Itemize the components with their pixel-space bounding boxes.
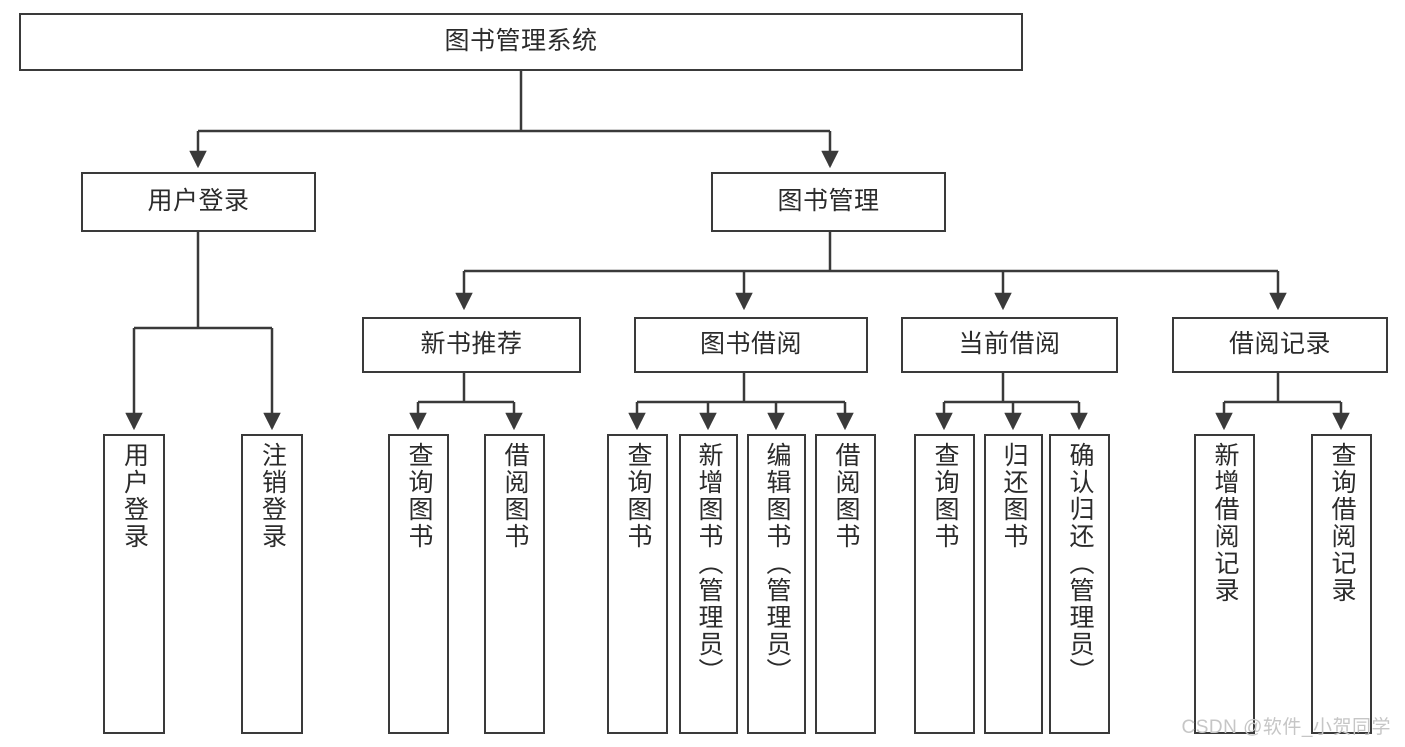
- node-label: 查询图书: [624, 442, 652, 550]
- node-leaf-recommend-query-book[interactable]: 查询图书: [388, 434, 449, 734]
- node-label: 确认归还（管理员）: [1066, 442, 1094, 685]
- watermark: CSDN @软件_小贺同学: [1181, 717, 1391, 738]
- node-label: 查询图书: [405, 442, 433, 550]
- node-current-borrow[interactable]: 当前借阅: [901, 317, 1118, 373]
- node-label: 编辑图书（管理员）: [763, 442, 791, 685]
- node-leaf-borrow-query-book[interactable]: 查询图书: [607, 434, 668, 734]
- node-label: 图书借阅: [699, 330, 802, 359]
- node-label: 用户登录: [147, 187, 250, 216]
- node-leaf-current-confirm-return[interactable]: 确认归还（管理员）: [1049, 434, 1110, 734]
- node-leaf-borrow-edit-book[interactable]: 编辑图书（管理员）: [747, 434, 806, 734]
- node-label: 图书管理: [777, 187, 880, 216]
- node-leaf-logout[interactable]: 注销登录: [241, 434, 303, 734]
- node-leaf-borrow-add-book[interactable]: 新增图书（管理员）: [679, 434, 738, 734]
- node-root-book-management-system[interactable]: 图书管理系统: [19, 13, 1023, 71]
- node-leaf-user-login[interactable]: 用户登录: [103, 434, 165, 734]
- node-label: 新书推荐: [420, 330, 523, 359]
- node-label: 查询借阅记录: [1328, 442, 1356, 604]
- node-label: 图书管理系统: [444, 27, 598, 56]
- node-leaf-borrow-borrow-book[interactable]: 借阅图书: [815, 434, 876, 734]
- node-user-login[interactable]: 用户登录: [81, 172, 316, 232]
- node-label: 借阅图书: [501, 442, 529, 550]
- node-leaf-current-return-book[interactable]: 归还图书: [984, 434, 1043, 734]
- node-label: 借阅记录: [1228, 330, 1331, 359]
- node-new-book-recommend[interactable]: 新书推荐: [362, 317, 581, 373]
- node-label: 借阅图书: [832, 442, 860, 550]
- node-label: 查询图书: [931, 442, 959, 550]
- node-leaf-current-query-book[interactable]: 查询图书: [914, 434, 975, 734]
- node-label: 注销登录: [258, 442, 287, 550]
- node-label: 当前借阅: [958, 330, 1061, 359]
- node-book-borrow[interactable]: 图书借阅: [634, 317, 868, 373]
- node-leaf-record-query[interactable]: 查询借阅记录: [1311, 434, 1372, 734]
- node-book-management[interactable]: 图书管理: [711, 172, 946, 232]
- node-leaf-recommend-borrow-book[interactable]: 借阅图书: [484, 434, 545, 734]
- node-label: 用户登录: [120, 442, 149, 550]
- node-label: 新增图书（管理员）: [695, 442, 723, 685]
- node-borrow-record[interactable]: 借阅记录: [1172, 317, 1388, 373]
- node-label: 归还图书: [1000, 442, 1028, 550]
- node-leaf-record-add[interactable]: 新增借阅记录: [1194, 434, 1255, 734]
- node-label: 新增借阅记录: [1211, 442, 1239, 604]
